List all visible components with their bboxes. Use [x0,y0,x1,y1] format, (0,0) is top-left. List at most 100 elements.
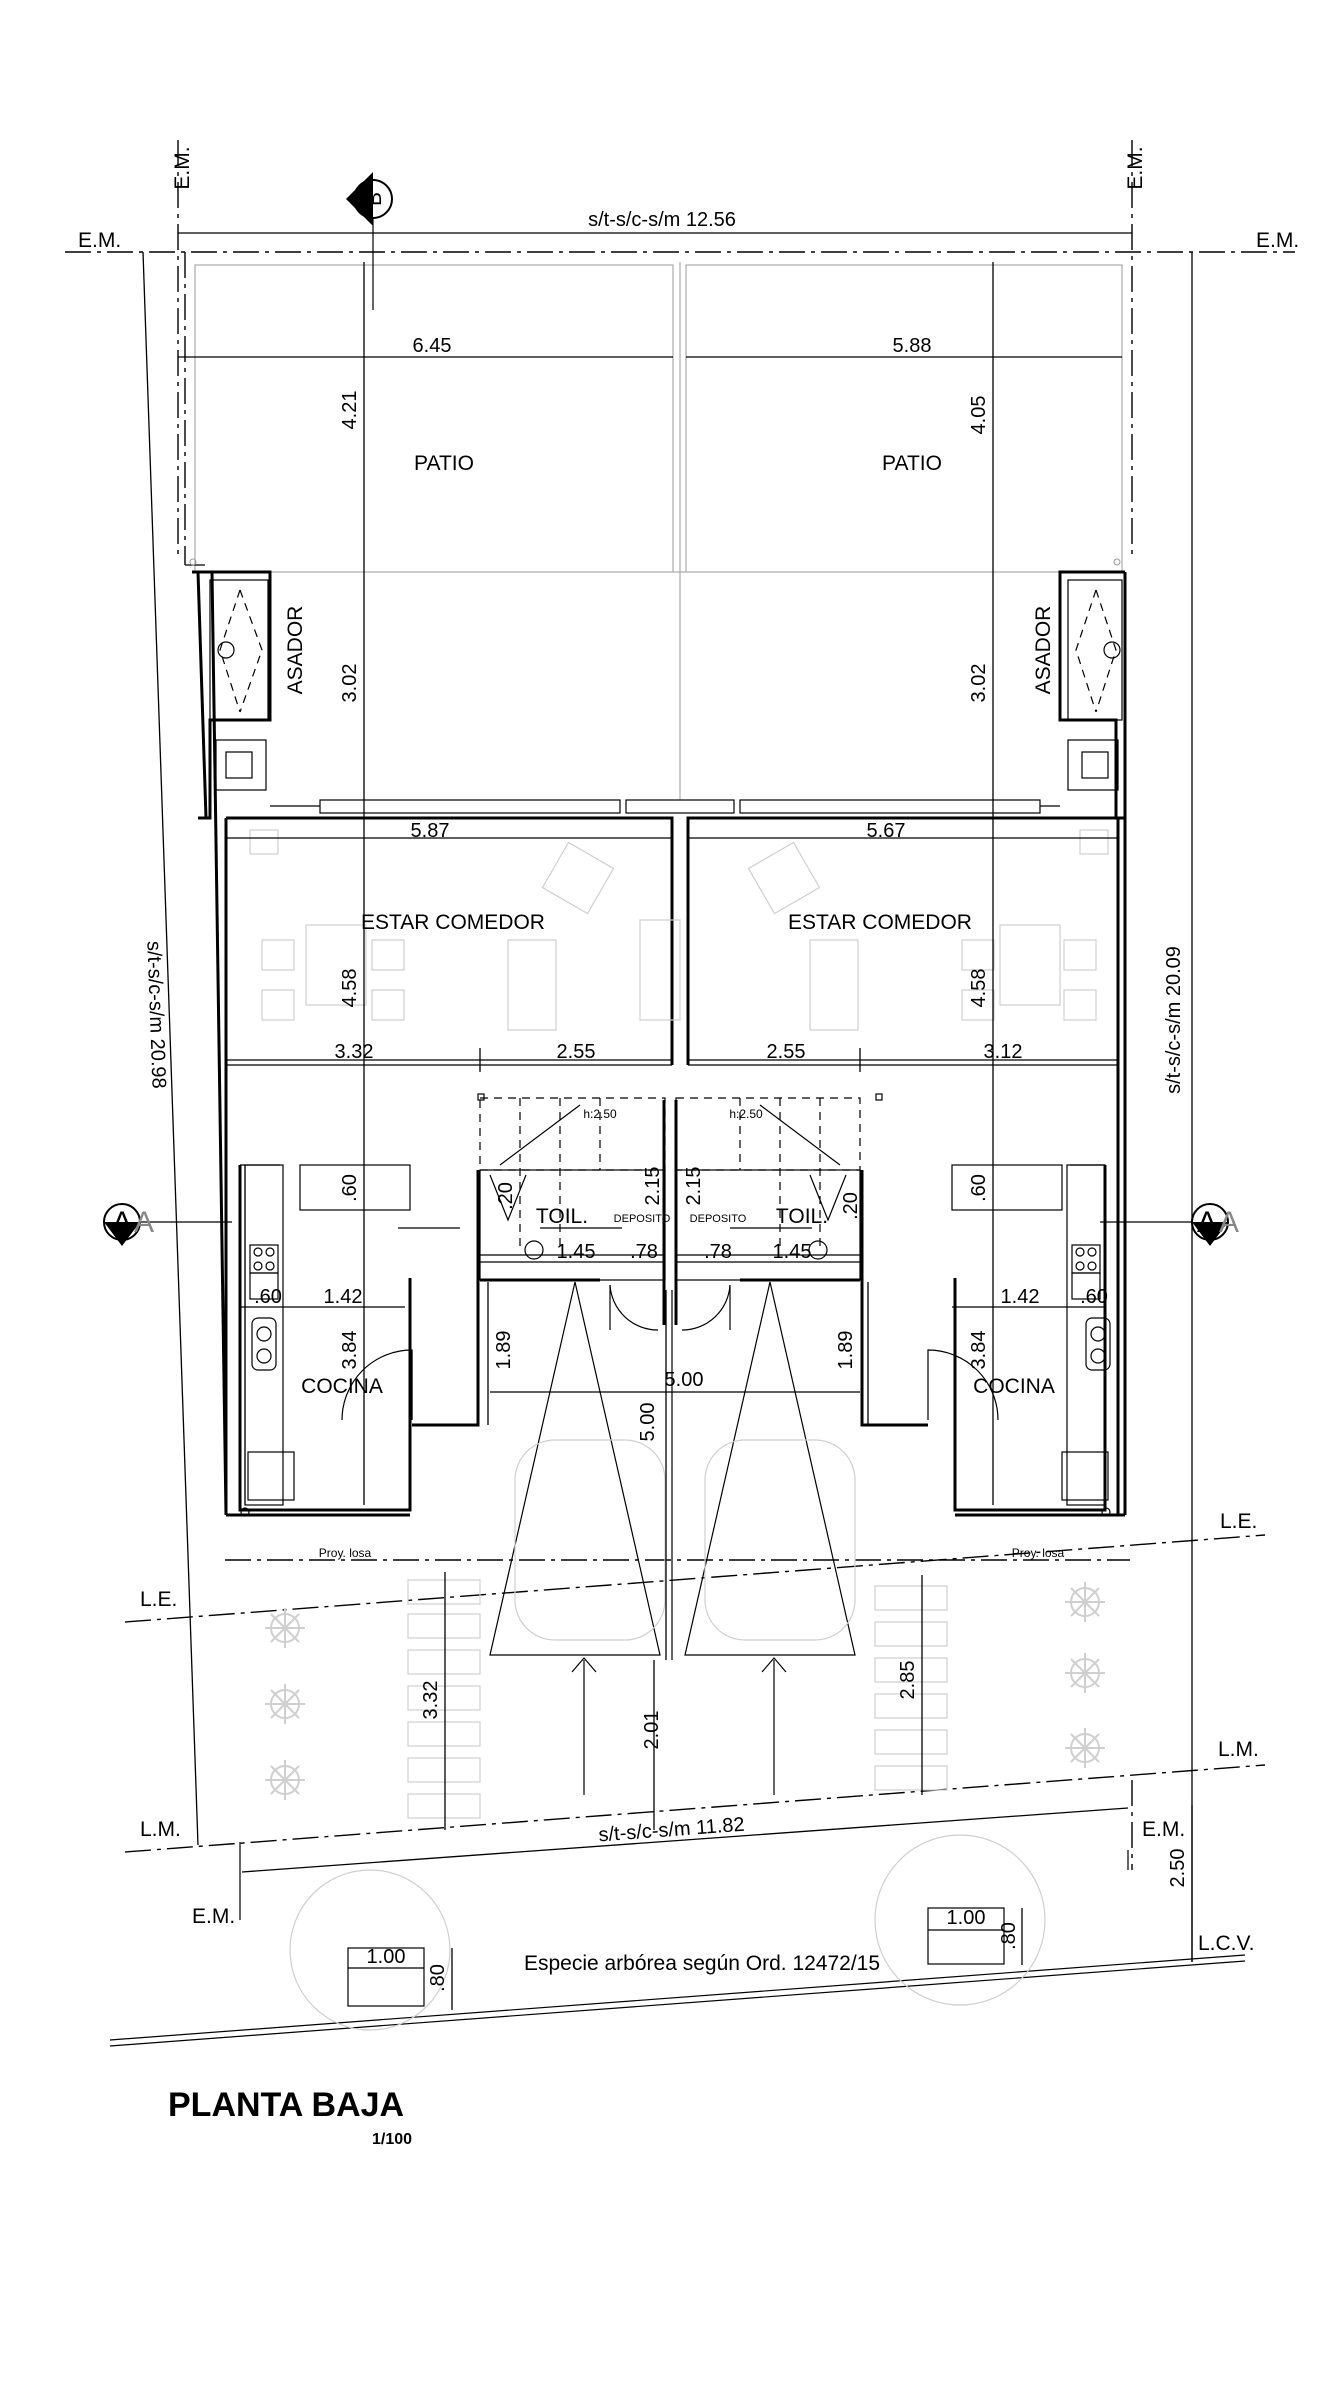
dim-top-frontage: s/t-s/c-s/m 12.56 [588,209,736,231]
drawing-scale: 1/100 [372,2131,412,2148]
dim-patio-left-width: 6.45 [413,335,452,357]
lm-label-left: L.M. [140,1818,181,1841]
dim-estar-left-depth: 4.58 [339,969,361,1008]
dim-garage-width: 5.00 [665,1369,704,1391]
dim-cocina-left-depth: 3.84 [339,1331,361,1370]
dim-patio-right-depth: 4.05 [968,396,990,435]
dim-hall-right-width: 2.55 [767,1041,806,1063]
em-label-top-right: E.M. [1124,146,1147,189]
le-label-right: L.E. [1220,1510,1257,1533]
marker-labels: E.M. E.M. E.M. E.M. L.E. L.E. L.M. L.M. … [78,146,1299,1955]
room-cocina-right: COCINA [973,1375,1055,1398]
dim-toil-left-width: 1.45 [557,1241,596,1263]
room-cocina-left: COCINA [301,1375,383,1398]
lcv-label: L.C.V. [1198,1932,1254,1955]
dim-cocina-left-60: .60 [254,1286,282,1308]
dim-garage-left-189: 1.89 [493,1331,515,1370]
proy-losa-left: Proy. losa [319,1546,372,1560]
kitchen-fixtures [240,1164,1111,1517]
room-asador-right: ASADOR [1032,606,1055,695]
doors [341,1174,999,1421]
dim-dep-right: .78 [704,1241,732,1263]
dim-garage-right-189: 1.89 [835,1331,857,1370]
dim-tree-right-width: 1.00 [947,1907,986,1929]
furniture [249,829,1109,1031]
dim-front-center: 2.01 [641,1711,663,1750]
dim-counter-right: .60 [968,1174,990,1202]
section-a-right-ghost: A [1219,1206,1239,1239]
room-patio-left: PATIO [414,452,474,475]
section-a-left-label: A [112,1206,132,1239]
stairs [477,1093,883,1250]
dim-sidewalk: 2.50 [1167,1849,1189,1888]
le-label-left: L.E. [140,1588,177,1611]
dim-dep-left: .78 [630,1241,658,1263]
section-a-left-ghost: A [134,1206,154,1239]
dim-cocina-right-width: 1.42 [1001,1286,1040,1308]
dim-toil-right-20: .20 [840,1192,862,1220]
garage [489,1281,856,1795]
dimension-lines [142,232,1193,2010]
dim-cocina-right-depth: 3.84 [968,1331,990,1370]
stair-height-left: h:2.50 [583,1107,617,1121]
dim-stair-right: 2.15 [683,1167,705,1206]
room-patio-right: PATIO [882,452,942,475]
dim-estar-right-depth: 4.58 [968,969,990,1008]
section-marker-a-left: A A [103,1203,232,1246]
dim-garage-depth: 5.00 [637,1403,659,1442]
room-toil-right: TOIL. [776,1205,828,1228]
asador-fixtures [209,579,1123,791]
tree-species-note: Especie arbórea según Ord. 12472/15 [524,1952,880,1975]
dim-patio-right-width: 5.88 [893,335,932,357]
room-asador-left: ASADOR [284,606,307,695]
paver-right [874,1585,948,1791]
dim-toil-right-width: 1.45 [773,1241,812,1263]
property-lines [65,140,1295,2047]
dim-tree-left-depth: .80 [427,1964,449,1992]
dim-cocina-left-width: 1.42 [324,1286,363,1308]
dim-asador-right-depth: 3.02 [968,664,990,703]
em-label-right: E.M. [1256,229,1299,252]
dim-counter-left: .60 [339,1174,361,1202]
dim-hall-left-width: 2.55 [557,1041,596,1063]
em-label-lower-left: E.M. [192,1905,235,1928]
section-marker-a-right: A A [1100,1203,1239,1246]
section-marker-b: B [346,172,393,310]
room-estar-comedor-right: ESTAR COMEDOR [788,911,972,934]
room-deposito-right: DEPOSITO [690,1213,747,1225]
dim-stair-left: 2.15 [642,1167,664,1206]
room-deposito-left: DEPOSITO [614,1213,671,1225]
room-labels: PATIO PATIO ASADOR ASADOR ESTAR COMEDOR … [284,452,1065,1560]
dim-tree-right-depth: .80 [998,1922,1020,1950]
lm-label-right: L.M. [1218,1738,1259,1761]
paver-left [407,1579,481,1819]
dim-estar-left-width: 5.87 [411,820,450,842]
shrubs [265,1582,1105,1800]
dim-estar-right-width: 5.67 [867,820,906,842]
section-b-label: B [363,192,386,206]
room-estar-comedor-left: ESTAR COMEDOR [361,911,545,934]
patio-area [185,262,1123,800]
dim-kitchen-right-width: 3.12 [984,1041,1023,1063]
em-label-top-left: E.M. [171,146,194,189]
drawing-title: PLANTA BAJA [168,2086,404,2124]
em-label-left: E.M. [78,229,121,252]
proy-losa-right: Proy. losa [1012,1546,1065,1560]
walls [192,570,1127,1517]
dim-front-right-depth: 2.85 [897,1661,919,1700]
dim-asador-left-depth: 3.02 [339,664,361,703]
dimension-labels: s/t-s/c-s/m 12.56 6.45 5.88 4.21 4.05 3.… [142,209,1189,1992]
stair-height-right: h:2.50 [729,1107,763,1121]
dim-tree-left-width: 1.00 [367,1946,406,1968]
dim-front-left-depth: 3.32 [420,1681,442,1720]
section-a-right-label: A [1197,1206,1217,1239]
dim-right-depth: s/t-s/c-s/m 20.09 [1163,946,1185,1094]
dim-toil-left-20: .20 [495,1182,517,1210]
em-label-lower-right: E.M. [1142,1818,1185,1841]
dim-patio-left-depth: 4.21 [339,391,361,430]
dim-kitchen-left-width: 3.32 [335,1041,374,1063]
dim-left-depth: s/t-s/c-s/m 20.98 [142,941,169,1089]
dim-cocina-right-60: .60 [1080,1286,1108,1308]
front-garden [265,1579,1105,2031]
